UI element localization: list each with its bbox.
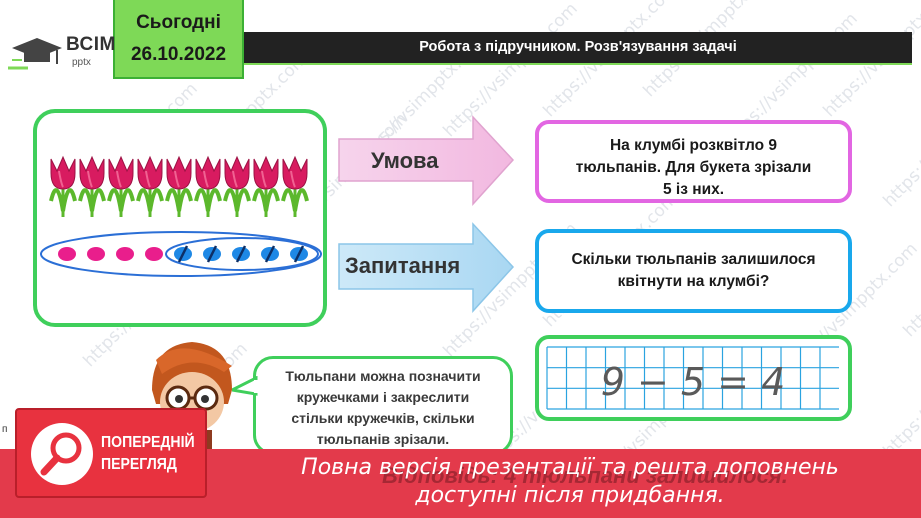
date-box: Сьогодні 26.10.2022 bbox=[113, 0, 244, 79]
preview-line-2: ПЕРЕГЛЯД bbox=[101, 456, 177, 473]
question-text: Скільки тюльпанів залишилося квітнути на… bbox=[539, 249, 848, 293]
watermark-text: https://vsimpptx.com bbox=[879, 68, 921, 212]
question-arrow: Запитання bbox=[337, 222, 515, 313]
cross-out-stroke bbox=[206, 245, 218, 263]
hint-line-2: кружечками і закреслити bbox=[296, 389, 470, 405]
title-bar: Робота з підручником. Розв'язування зада… bbox=[244, 32, 912, 65]
condition-line-2: тюльпанів. Для букета зрізали bbox=[575, 159, 812, 176]
condition-label: Умова bbox=[371, 148, 439, 173]
condition-text: На клумбі розквітло 9 тюльпанів. Для бук… bbox=[539, 135, 848, 201]
banner-line-2: доступні після придбання. bbox=[415, 483, 725, 508]
solution-expression: 9 − 5 = 4 bbox=[601, 360, 786, 404]
condition-line-1: На клумбі розквітло 9 bbox=[609, 137, 778, 154]
slide-number: п bbox=[2, 424, 8, 435]
hint-text: Тюльпани можна позначити кружечками і за… bbox=[256, 366, 510, 450]
banner-line-1: Повна версія презентації та решта доповн… bbox=[301, 455, 839, 480]
tulip-highlight bbox=[290, 170, 296, 188]
pink-dot bbox=[87, 247, 105, 261]
watermark-text: https://vsimpptx.com bbox=[879, 318, 921, 462]
answer-ghost-text: Відповідь: 4 тюльпани залишилося. bbox=[382, 463, 788, 488]
pink-dot bbox=[116, 247, 134, 261]
hint-line-1: Тюльпани можна позначити bbox=[285, 368, 481, 384]
logo-sub: pptx bbox=[72, 57, 91, 68]
tulip-highlight bbox=[145, 170, 151, 188]
tulip-highlight bbox=[261, 170, 267, 188]
question-label: Запитання bbox=[345, 253, 461, 278]
tulip-highlight bbox=[87, 170, 93, 188]
condition-line-3: 5 із них. bbox=[662, 181, 725, 198]
outer-selection-oval bbox=[40, 231, 322, 277]
tulip-highlight bbox=[116, 170, 122, 188]
tulip-flower bbox=[253, 155, 279, 190]
vsim-logo: ВСІМ pptx bbox=[8, 30, 115, 74]
question-line-1: Скільки тюльпанів залишилося bbox=[571, 251, 816, 268]
tulip-flower bbox=[137, 155, 163, 190]
watermark-text: https://vsimpptx.com bbox=[899, 198, 921, 342]
cross-out-stroke bbox=[235, 245, 247, 263]
solution-grid: 9 − 5 = 4 bbox=[546, 346, 839, 410]
preview-badge[interactable]: ПОПЕРЕДНІЙ ПЕРЕГЛЯД bbox=[15, 408, 207, 498]
preview-line-1: ПОПЕРЕДНІЙ bbox=[101, 434, 195, 451]
speech-bubble-tail bbox=[232, 376, 258, 396]
tulip-flower bbox=[166, 155, 192, 190]
tulip-illustration-panel bbox=[33, 109, 327, 327]
tulip-flower bbox=[282, 155, 308, 190]
teacher-character-illustration bbox=[152, 342, 232, 450]
graduation-cap-icon bbox=[8, 38, 62, 70]
tulip-flower bbox=[50, 155, 76, 190]
magnifier-icon bbox=[31, 423, 93, 485]
tulip-highlight bbox=[174, 170, 180, 188]
condition-box: На клумбі розквітло 9 тюльпанів. Для бук… bbox=[535, 120, 852, 203]
solution-box: 9 − 5 = 4 bbox=[535, 335, 852, 421]
question-arrow-shape bbox=[338, 222, 515, 313]
teacher-character bbox=[132, 330, 252, 450]
slide-title: Робота з підручником. Розв'язування зада… bbox=[419, 39, 737, 55]
cross-out-stroke bbox=[293, 245, 305, 263]
pink-dot bbox=[58, 247, 76, 261]
tulip-flower bbox=[79, 155, 105, 190]
inner-selection-oval bbox=[165, 237, 319, 271]
tulip-flower bbox=[224, 155, 250, 190]
date-label: Сьогодні bbox=[136, 12, 221, 33]
hint-speech-bubble: Тюльпани можна позначити кружечками і за… bbox=[253, 356, 513, 455]
hint-line-4: тюльпанів зрізали. bbox=[316, 431, 450, 447]
condition-arrow-shape bbox=[338, 115, 515, 206]
condition-arrow: Умова bbox=[337, 115, 515, 206]
tulip-highlight bbox=[232, 170, 238, 188]
tulip-flower bbox=[195, 155, 221, 190]
tulip-highlight bbox=[58, 170, 64, 188]
tulip-highlight bbox=[203, 170, 209, 188]
question-box: Скільки тюльпанів залишилося квітнути на… bbox=[535, 229, 852, 313]
cross-out-stroke bbox=[177, 245, 189, 263]
logo-brand: ВСІМ bbox=[66, 34, 116, 55]
date-value: 26.10.2022 bbox=[130, 44, 227, 65]
hint-line-3: стільки кружечків, скільки bbox=[291, 410, 475, 426]
question-line-2: квітнути на клумбі? bbox=[617, 273, 770, 290]
pink-dot bbox=[145, 247, 163, 261]
cross-out-stroke bbox=[264, 245, 276, 263]
tulip-illustration bbox=[40, 155, 322, 277]
tulip-flower bbox=[108, 155, 134, 190]
